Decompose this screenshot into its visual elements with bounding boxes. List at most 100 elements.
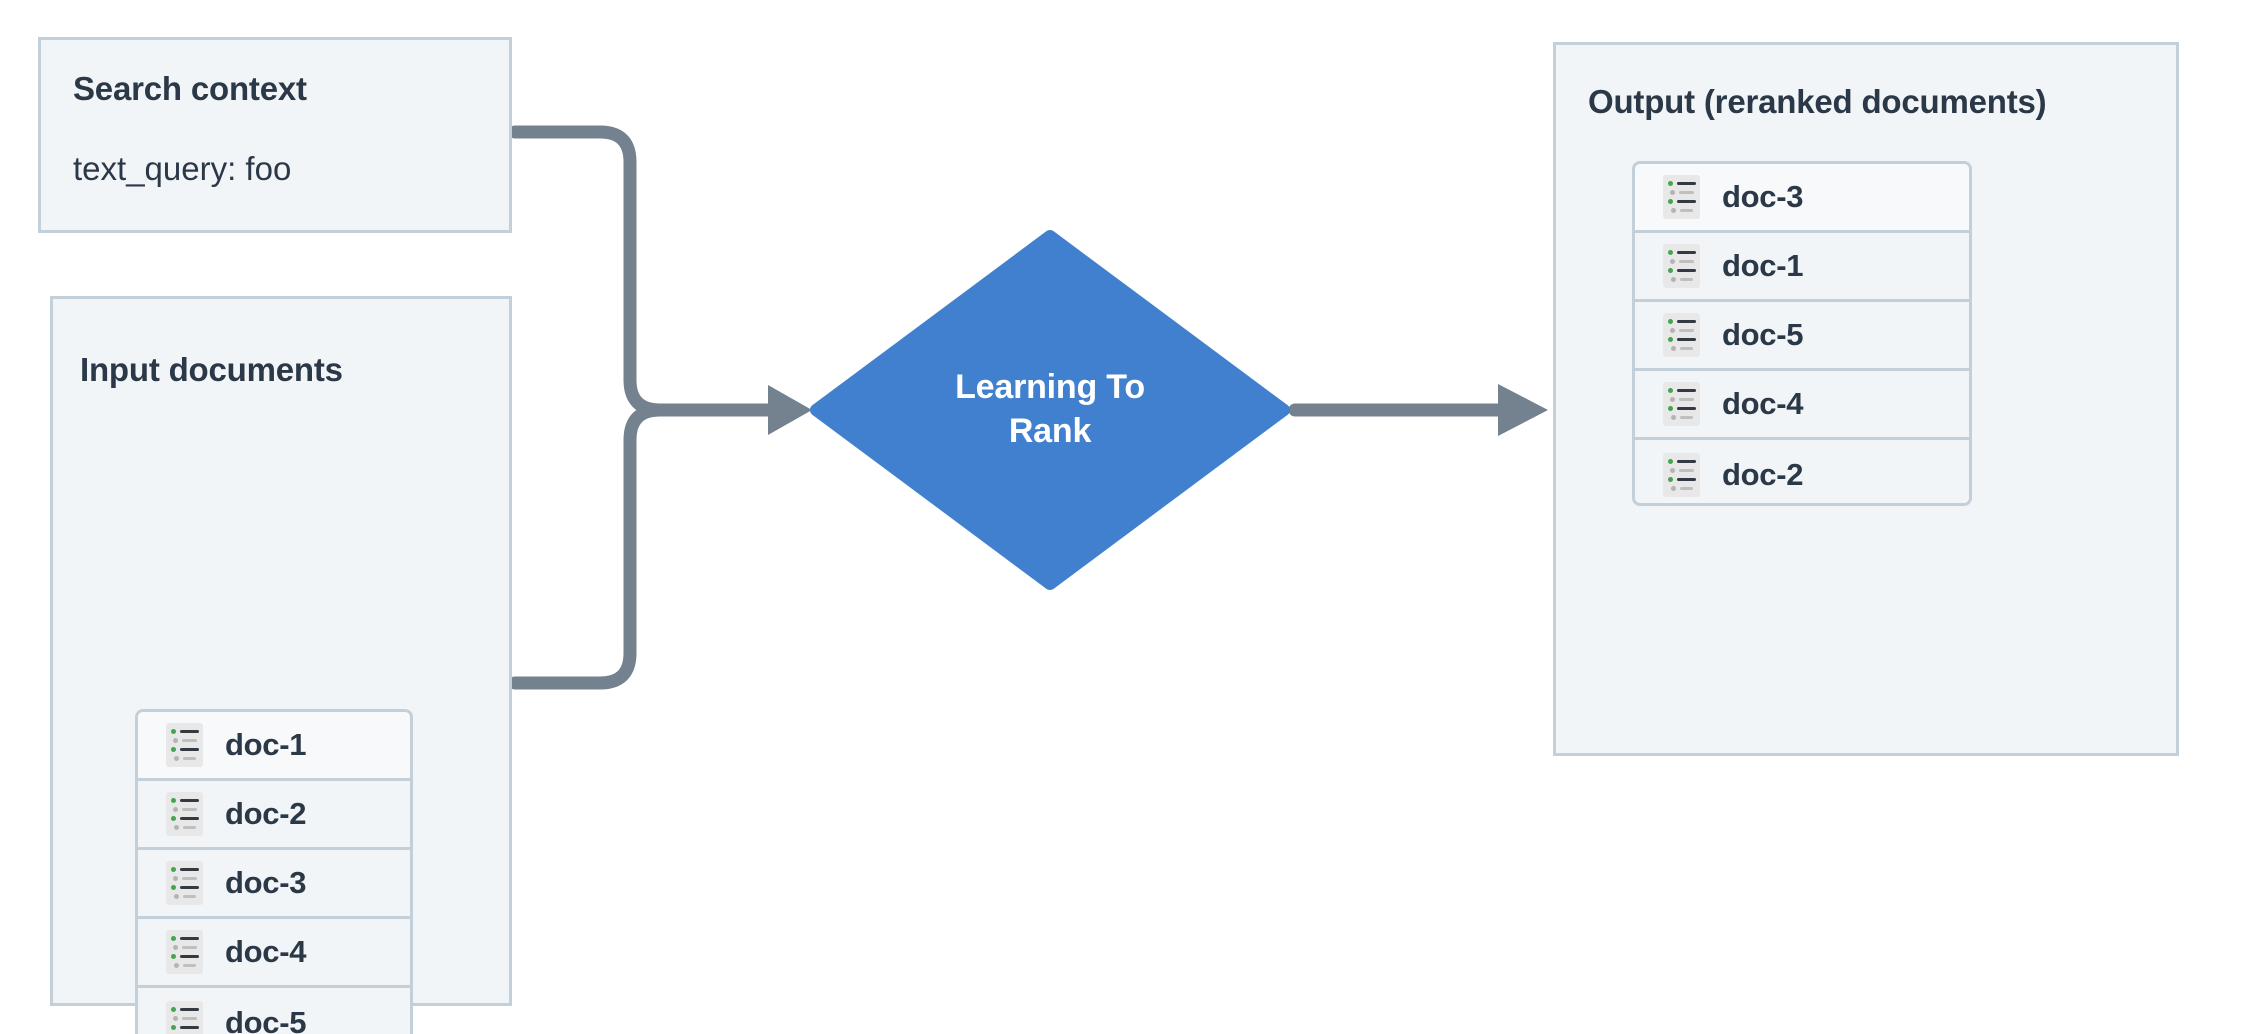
output-document-row-doc-2[interactable]: doc-2: [1635, 440, 1969, 503]
icon-bullet: [173, 894, 179, 899]
input-document-row-doc-1[interactable]: doc-1: [138, 712, 410, 781]
icon-list-row: [170, 954, 199, 959]
icon-bullet: [173, 756, 179, 761]
search-context-query-line: text_query: foo: [73, 150, 292, 187]
output-document-row-doc-5[interactable]: doc-5: [1635, 302, 1969, 371]
input-documents-list: doc-1 doc-2 doc-3 doc-4 doc-5: [135, 709, 413, 1034]
document-label: doc-5: [1722, 317, 1804, 352]
icon-bar: [1676, 477, 1696, 481]
icon-list-row: [1669, 328, 1694, 333]
icon-bar: [1678, 329, 1694, 332]
icon-bar: [1679, 278, 1693, 281]
document-label: doc-1: [225, 727, 307, 762]
icon-list-row: [172, 1015, 197, 1021]
icon-list-row: [1670, 208, 1693, 213]
icon-bullet: [1667, 250, 1673, 255]
icon-bar: [179, 748, 199, 751]
input-document-row-doc-4[interactable]: doc-4: [138, 919, 410, 988]
document-list-icon: [166, 930, 203, 974]
icon-list-row: [1667, 388, 1696, 393]
icon-bar: [181, 1016, 197, 1020]
document-label: doc-5: [225, 1004, 307, 1034]
icon-list-row: [1670, 415, 1693, 420]
icon-bullet: [1669, 467, 1675, 473]
icon-bar: [179, 817, 199, 820]
icon-bar: [1679, 486, 1693, 490]
icon-bullet: [170, 867, 176, 872]
icon-bar: [182, 826, 196, 829]
document-list-icon: [1663, 244, 1700, 288]
document-list-icon: [1663, 313, 1700, 357]
input-document-row-doc-2[interactable]: doc-2: [138, 781, 410, 850]
icon-bar: [182, 895, 196, 898]
input-document-row-doc-5[interactable]: doc-5: [138, 988, 410, 1034]
icon-bar: [182, 757, 196, 760]
icon-bullet: [172, 738, 178, 743]
icon-list-row: [1667, 181, 1696, 186]
icon-bullet: [170, 729, 176, 734]
icon-list-row: [170, 729, 199, 734]
icon-list-row: [1670, 346, 1693, 351]
output-document-row-doc-3[interactable]: doc-3: [1635, 164, 1969, 233]
icon-bullet: [1669, 190, 1675, 195]
icon-bar: [179, 886, 199, 889]
icon-bar: [1676, 320, 1696, 323]
icon-bar: [181, 808, 197, 811]
learning-to-rank-node[interactable]: Learning To Rank: [810, 230, 1290, 590]
connector-input-documents-to-model: [508, 403, 667, 690]
input-document-row-doc-3[interactable]: doc-3: [138, 850, 410, 919]
icon-list-row: [172, 807, 197, 812]
icon-bullet: [1667, 476, 1673, 482]
icon-list-row: [1669, 190, 1694, 195]
icon-bullet: [1667, 199, 1673, 204]
icon-list-row: [173, 963, 196, 968]
icon-bar: [179, 955, 199, 958]
icon-list-row: [1669, 467, 1694, 473]
icon-bullet: [1670, 346, 1676, 351]
diamond-shape: [810, 230, 1290, 590]
icon-bullet: [1667, 319, 1673, 324]
icon-bar: [1676, 200, 1696, 203]
icon-bullet: [1667, 406, 1673, 411]
icon-bullet: [170, 747, 176, 752]
icon-list-row: [170, 1024, 199, 1030]
document-list-icon: [1663, 175, 1700, 219]
icon-list-row: [1667, 250, 1696, 255]
connector-search-context-to-model: [508, 125, 667, 417]
output-document-row-doc-1[interactable]: doc-1: [1635, 233, 1969, 302]
icon-bar: [179, 799, 199, 802]
icon-bullet: [170, 954, 176, 959]
document-list-icon: [166, 861, 203, 905]
icon-bar: [1676, 269, 1696, 272]
icon-list-row: [170, 747, 199, 752]
icon-bullet: [1670, 415, 1676, 420]
icon-bar: [1679, 347, 1693, 350]
icon-list-row: [1667, 406, 1696, 411]
icon-bar: [179, 1007, 199, 1011]
icon-bar: [1676, 338, 1696, 341]
document-label: doc-1: [1722, 248, 1804, 283]
icon-list-row: [170, 798, 199, 803]
icon-bar: [181, 877, 197, 880]
icon-bullet: [170, 1006, 176, 1012]
document-label: doc-3: [225, 865, 307, 900]
icon-bar: [1676, 251, 1696, 254]
icon-bar: [179, 730, 199, 733]
icon-bullet: [1667, 458, 1673, 464]
output-document-row-doc-4[interactable]: doc-4: [1635, 371, 1969, 440]
icon-bullet: [172, 876, 178, 881]
icon-bar: [182, 964, 196, 967]
document-list-icon: [166, 723, 203, 767]
icon-bar: [179, 937, 199, 940]
icon-bullet: [173, 963, 179, 968]
icon-bullet: [1670, 485, 1676, 491]
icon-bullet: [1670, 277, 1676, 282]
icon-bullet: [170, 798, 176, 803]
icon-bullet: [1669, 259, 1675, 264]
icon-bullet: [1667, 337, 1673, 342]
icon-list-row: [173, 894, 196, 899]
icon-bar: [181, 739, 197, 742]
